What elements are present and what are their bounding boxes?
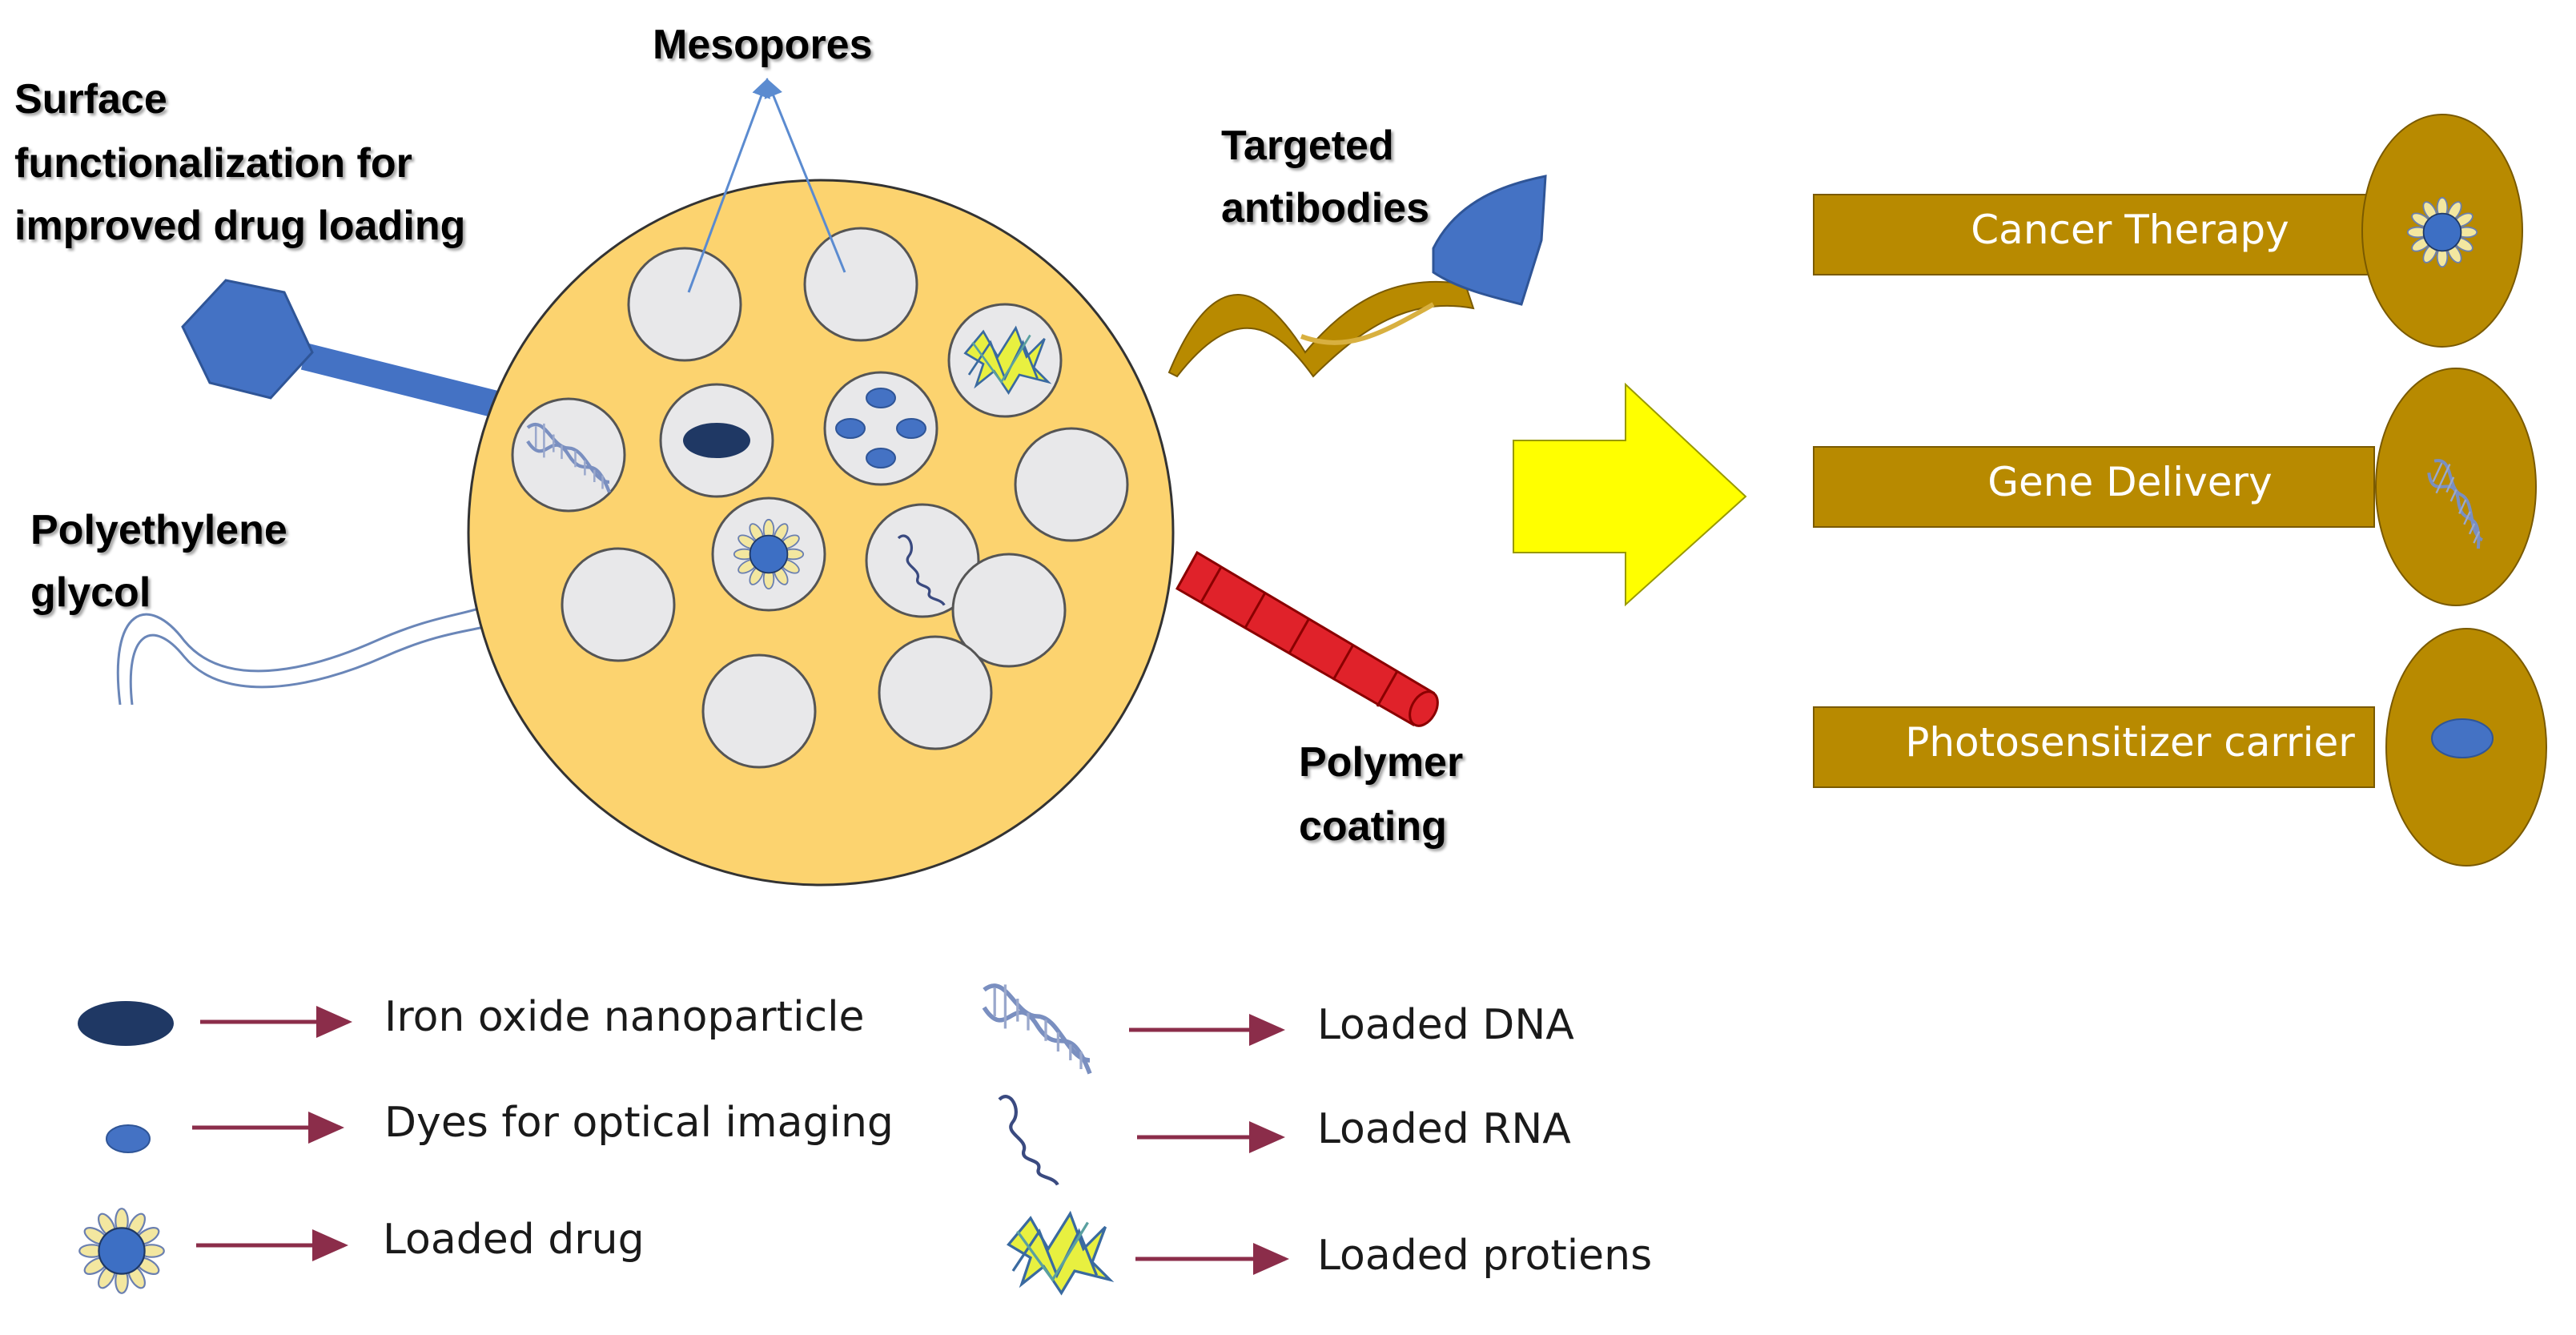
peg-chain-inner-icon (129, 615, 513, 706)
legend-label: Loaded RNA (1317, 1105, 1571, 1153)
surface-ligand-icon (181, 279, 516, 422)
legend-loaded-drug-icon (78, 1208, 165, 1294)
polymer-coating-icon (1175, 550, 1439, 727)
application-label: Gene Delivery (1987, 459, 2273, 505)
surface-label-line-3: improved drug loading (14, 203, 466, 249)
application-photosensitizer (1813, 628, 2547, 867)
legend-iron-oxide-icon (78, 1001, 174, 1046)
surface-label-line-2: functionalization for (14, 140, 412, 187)
application-label: Photosensitizer carrier (1905, 719, 2355, 766)
mesopores-pointer (687, 78, 846, 293)
mesopore (627, 247, 742, 362)
peg-chain-icon (116, 591, 513, 706)
legend-dna-icon (984, 984, 1090, 1073)
application-cancer-therapy (1813, 114, 2523, 348)
mesopore (561, 547, 676, 662)
antibody-icon (1167, 175, 1547, 378)
polymer-label-line-1: Polymer (1299, 739, 1464, 786)
mesopore (803, 227, 918, 342)
targeted-label-line-2: antibodies (1221, 185, 1430, 231)
mesopore (823, 371, 938, 486)
legend-label: Loaded DNA (1317, 1001, 1574, 1049)
legend-label: Dyes for optical imaging (384, 1099, 894, 1147)
peg-label-line-1: Polyethylene (30, 507, 287, 553)
legend-arrows (192, 1006, 1289, 1275)
legend-label: Loaded protiens (1317, 1232, 1653, 1280)
surface-label-line-1: Surface (14, 76, 167, 123)
mesopore (1014, 427, 1129, 542)
application-gene-delivery (1813, 368, 2537, 606)
transition-arrow-icon (1513, 382, 1747, 607)
dye-icon (835, 388, 926, 468)
polymer-label-line-2: coating (1299, 803, 1447, 850)
legend-label: Loaded drug (383, 1216, 645, 1264)
legend-label: Iron oxide nanoparticle (384, 993, 865, 1041)
mesopores (511, 227, 1129, 769)
mesopore (878, 635, 993, 750)
mesopore (701, 653, 817, 769)
mesopore (951, 553, 1067, 668)
dye-icon (2431, 718, 2494, 758)
peg-label-line-2: glycol (30, 569, 151, 616)
legend-rna-icon (999, 1096, 1058, 1184)
legend-dye-icon (106, 1124, 151, 1153)
targeted-label-line-1: Targeted (1221, 123, 1394, 169)
mesopores-label: Mesopores (653, 22, 873, 68)
iron-oxide-icon (683, 423, 750, 458)
mesopore (865, 503, 980, 618)
application-label: Cancer Therapy (1971, 207, 2289, 253)
legend-protein-icon (1007, 1212, 1111, 1295)
